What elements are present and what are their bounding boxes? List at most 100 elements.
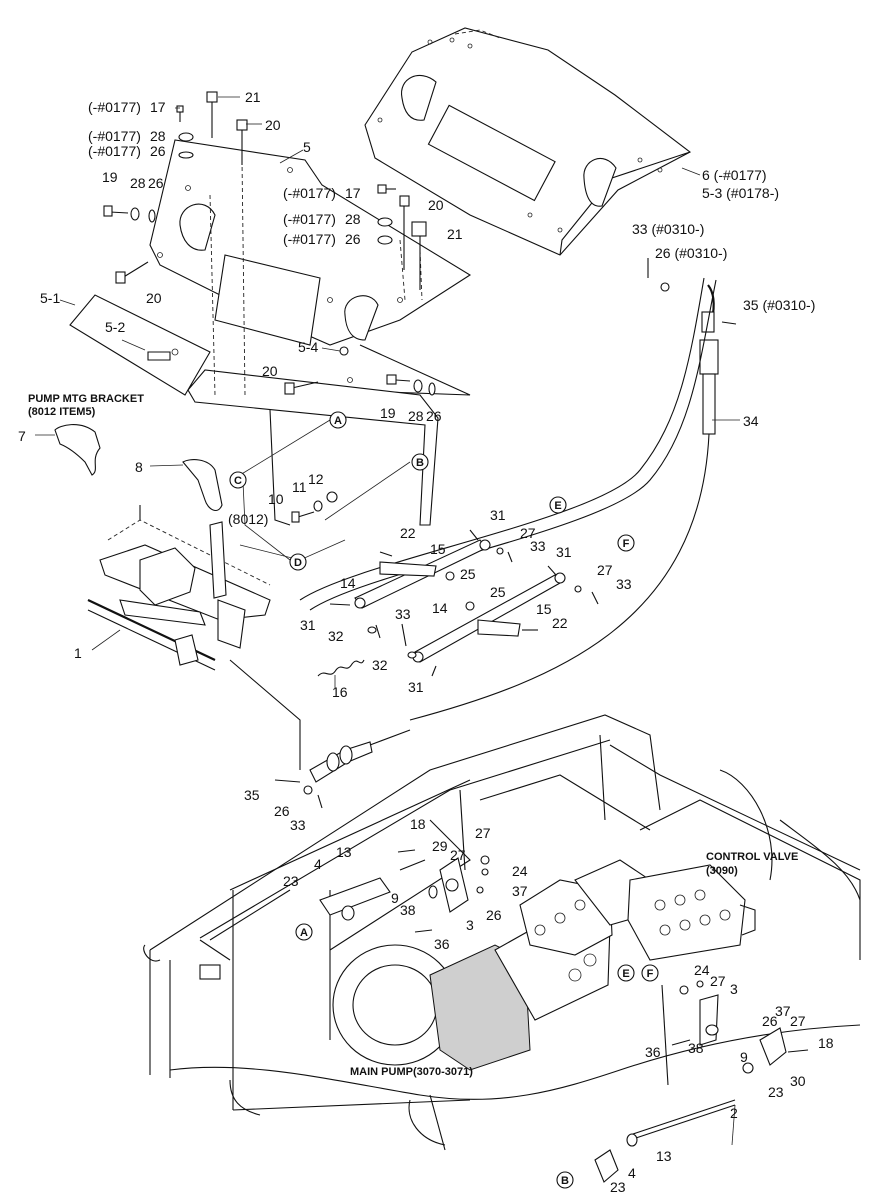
- callout-23b: 23: [768, 1084, 784, 1100]
- bolt-10-11-12: [291, 491, 338, 523]
- callout-28d: 28: [408, 408, 424, 424]
- control-valve-note-line1: CONTROL VALVE: [706, 851, 798, 863]
- callout-31a: 31: [490, 507, 506, 523]
- ref-marker-d: D: [289, 553, 307, 571]
- bottom-linkage: [319, 849, 809, 1183]
- callout-11: 11: [292, 479, 307, 495]
- ref-marker-b-bottom: B: [556, 1171, 574, 1189]
- cable-34: [299, 258, 737, 721]
- callout-28c-prefix: (-#0177): [283, 211, 336, 227]
- callout-18a: 18: [410, 816, 426, 832]
- ref-a-bottom-label: A: [300, 927, 308, 939]
- callout-20c: 20: [146, 290, 162, 306]
- callout-19a: 19: [102, 169, 118, 185]
- callout-29: 29: [432, 838, 448, 854]
- callout-27d: 27: [450, 847, 466, 863]
- ref-marker-e-top: E: [549, 496, 567, 514]
- callout-28a: 28: [150, 128, 166, 144]
- callout-9b: 9: [740, 1049, 748, 1065]
- callout-27c: 27: [475, 825, 491, 841]
- callout-14a: 14: [340, 575, 356, 591]
- callout-26a-prefix: (-#0177): [88, 143, 141, 159]
- callout-13a: 13: [336, 844, 352, 860]
- spring-16: [317, 659, 365, 677]
- callout-17a-prefix: (-#0177): [88, 99, 141, 115]
- ref-e-bottom-label: E: [622, 968, 629, 980]
- callout-8: 8: [135, 459, 143, 475]
- callout-12: 12: [308, 471, 324, 487]
- callout-19b: 19: [380, 405, 396, 421]
- callout-15a: 15: [430, 541, 446, 557]
- callout-38a: 38: [400, 902, 416, 918]
- callout-5-3: 5-3 (#0178-): [702, 185, 779, 201]
- main-pump-note: MAIN PUMP(3070-3071): [350, 1066, 473, 1078]
- callout-33d: 33: [395, 606, 411, 622]
- note-labels: PUMP MTG BRACKET (8012 ITEM5) CONTROL VA…: [28, 393, 798, 1078]
- callout-3a: 3: [466, 917, 474, 933]
- cable-end-lower: [274, 729, 411, 809]
- callout-14b: 14: [432, 600, 448, 616]
- callout-31c: 31: [300, 617, 316, 633]
- ref-marker-f-bottom: F: [641, 964, 659, 982]
- callout-27e: 27: [710, 973, 726, 989]
- callout-31d: 31: [408, 679, 424, 695]
- callout-7: 7: [18, 428, 26, 444]
- mounting-plate-6: [364, 27, 692, 256]
- callout-25b: 25: [490, 584, 506, 600]
- machine-frame: [143, 714, 861, 1151]
- callout-22b: 22: [552, 615, 568, 631]
- callout-25a: 25: [460, 566, 476, 582]
- callout-1: 1: [74, 645, 82, 661]
- callout-36a: 36: [434, 936, 450, 952]
- link-rods-14: [329, 529, 599, 677]
- callout-35a: 35 (#0310-): [743, 297, 815, 313]
- ref-marker-c: C: [229, 471, 247, 489]
- callout-27f: 27: [790, 1013, 806, 1029]
- callout-8012: (8012): [228, 511, 268, 527]
- callout-33e: 33: [290, 817, 306, 833]
- callout-17a: 17: [150, 99, 166, 115]
- cover-5-1: [69, 294, 211, 396]
- callout-38b: 38: [688, 1040, 704, 1056]
- callout-33c: 33: [616, 576, 632, 592]
- ref-marker-e-bottom: E: [617, 964, 635, 982]
- callout-6: 6 (-#0177): [702, 167, 767, 183]
- ref-c-label: C: [234, 475, 242, 487]
- callout-27a: 27: [520, 525, 536, 541]
- callout-37a: 37: [512, 883, 528, 899]
- callout-28c: 28: [345, 211, 361, 227]
- callout-17b-prefix: (-#0177): [283, 185, 336, 201]
- callout-26c: 26: [345, 231, 361, 247]
- callout-34: 34: [743, 413, 759, 429]
- callout-18b: 18: [818, 1035, 834, 1051]
- callout-5-4: 5-4: [298, 339, 318, 355]
- callout-26b: 26: [148, 175, 164, 191]
- control-valve-note-line2: (3090): [706, 865, 738, 877]
- callout-21b: 21: [447, 226, 463, 242]
- callout-24b: 24: [694, 962, 710, 978]
- callout-36b: 36: [645, 1044, 661, 1060]
- callout-28b: 28: [130, 175, 146, 191]
- ref-marker-a-bottom: A: [295, 923, 313, 941]
- callout-5: 5: [303, 139, 311, 155]
- callout-17b: 17: [345, 185, 361, 201]
- lever-assy-1: [54, 424, 301, 770]
- ref-b-bottom-label: B: [561, 1175, 569, 1187]
- main-pump: [332, 859, 651, 1071]
- control-valve: [627, 864, 756, 961]
- callout-labels: (-#0177) 17 21 20 (-#0177) 28 (-#0177) 2…: [18, 89, 834, 1195]
- callout-32a: 32: [328, 628, 344, 644]
- callout-33b: 33: [530, 538, 546, 554]
- callout-27b: 27: [597, 562, 613, 578]
- callout-2: 2: [730, 1105, 738, 1121]
- callout-30: 30: [790, 1073, 806, 1089]
- callout-35b: 35: [244, 787, 260, 803]
- leader-lines: [35, 96, 740, 1146]
- pump-bracket-note-line1: PUMP MTG BRACKET: [28, 393, 144, 405]
- pump-bracket-note-line2: (8012 ITEM5): [28, 406, 96, 418]
- callout-4a: 4: [314, 856, 322, 872]
- callout-20b: 20: [428, 197, 444, 213]
- callout-23c: 23: [610, 1179, 626, 1195]
- callout-26e: 26 (#0310-): [655, 245, 727, 261]
